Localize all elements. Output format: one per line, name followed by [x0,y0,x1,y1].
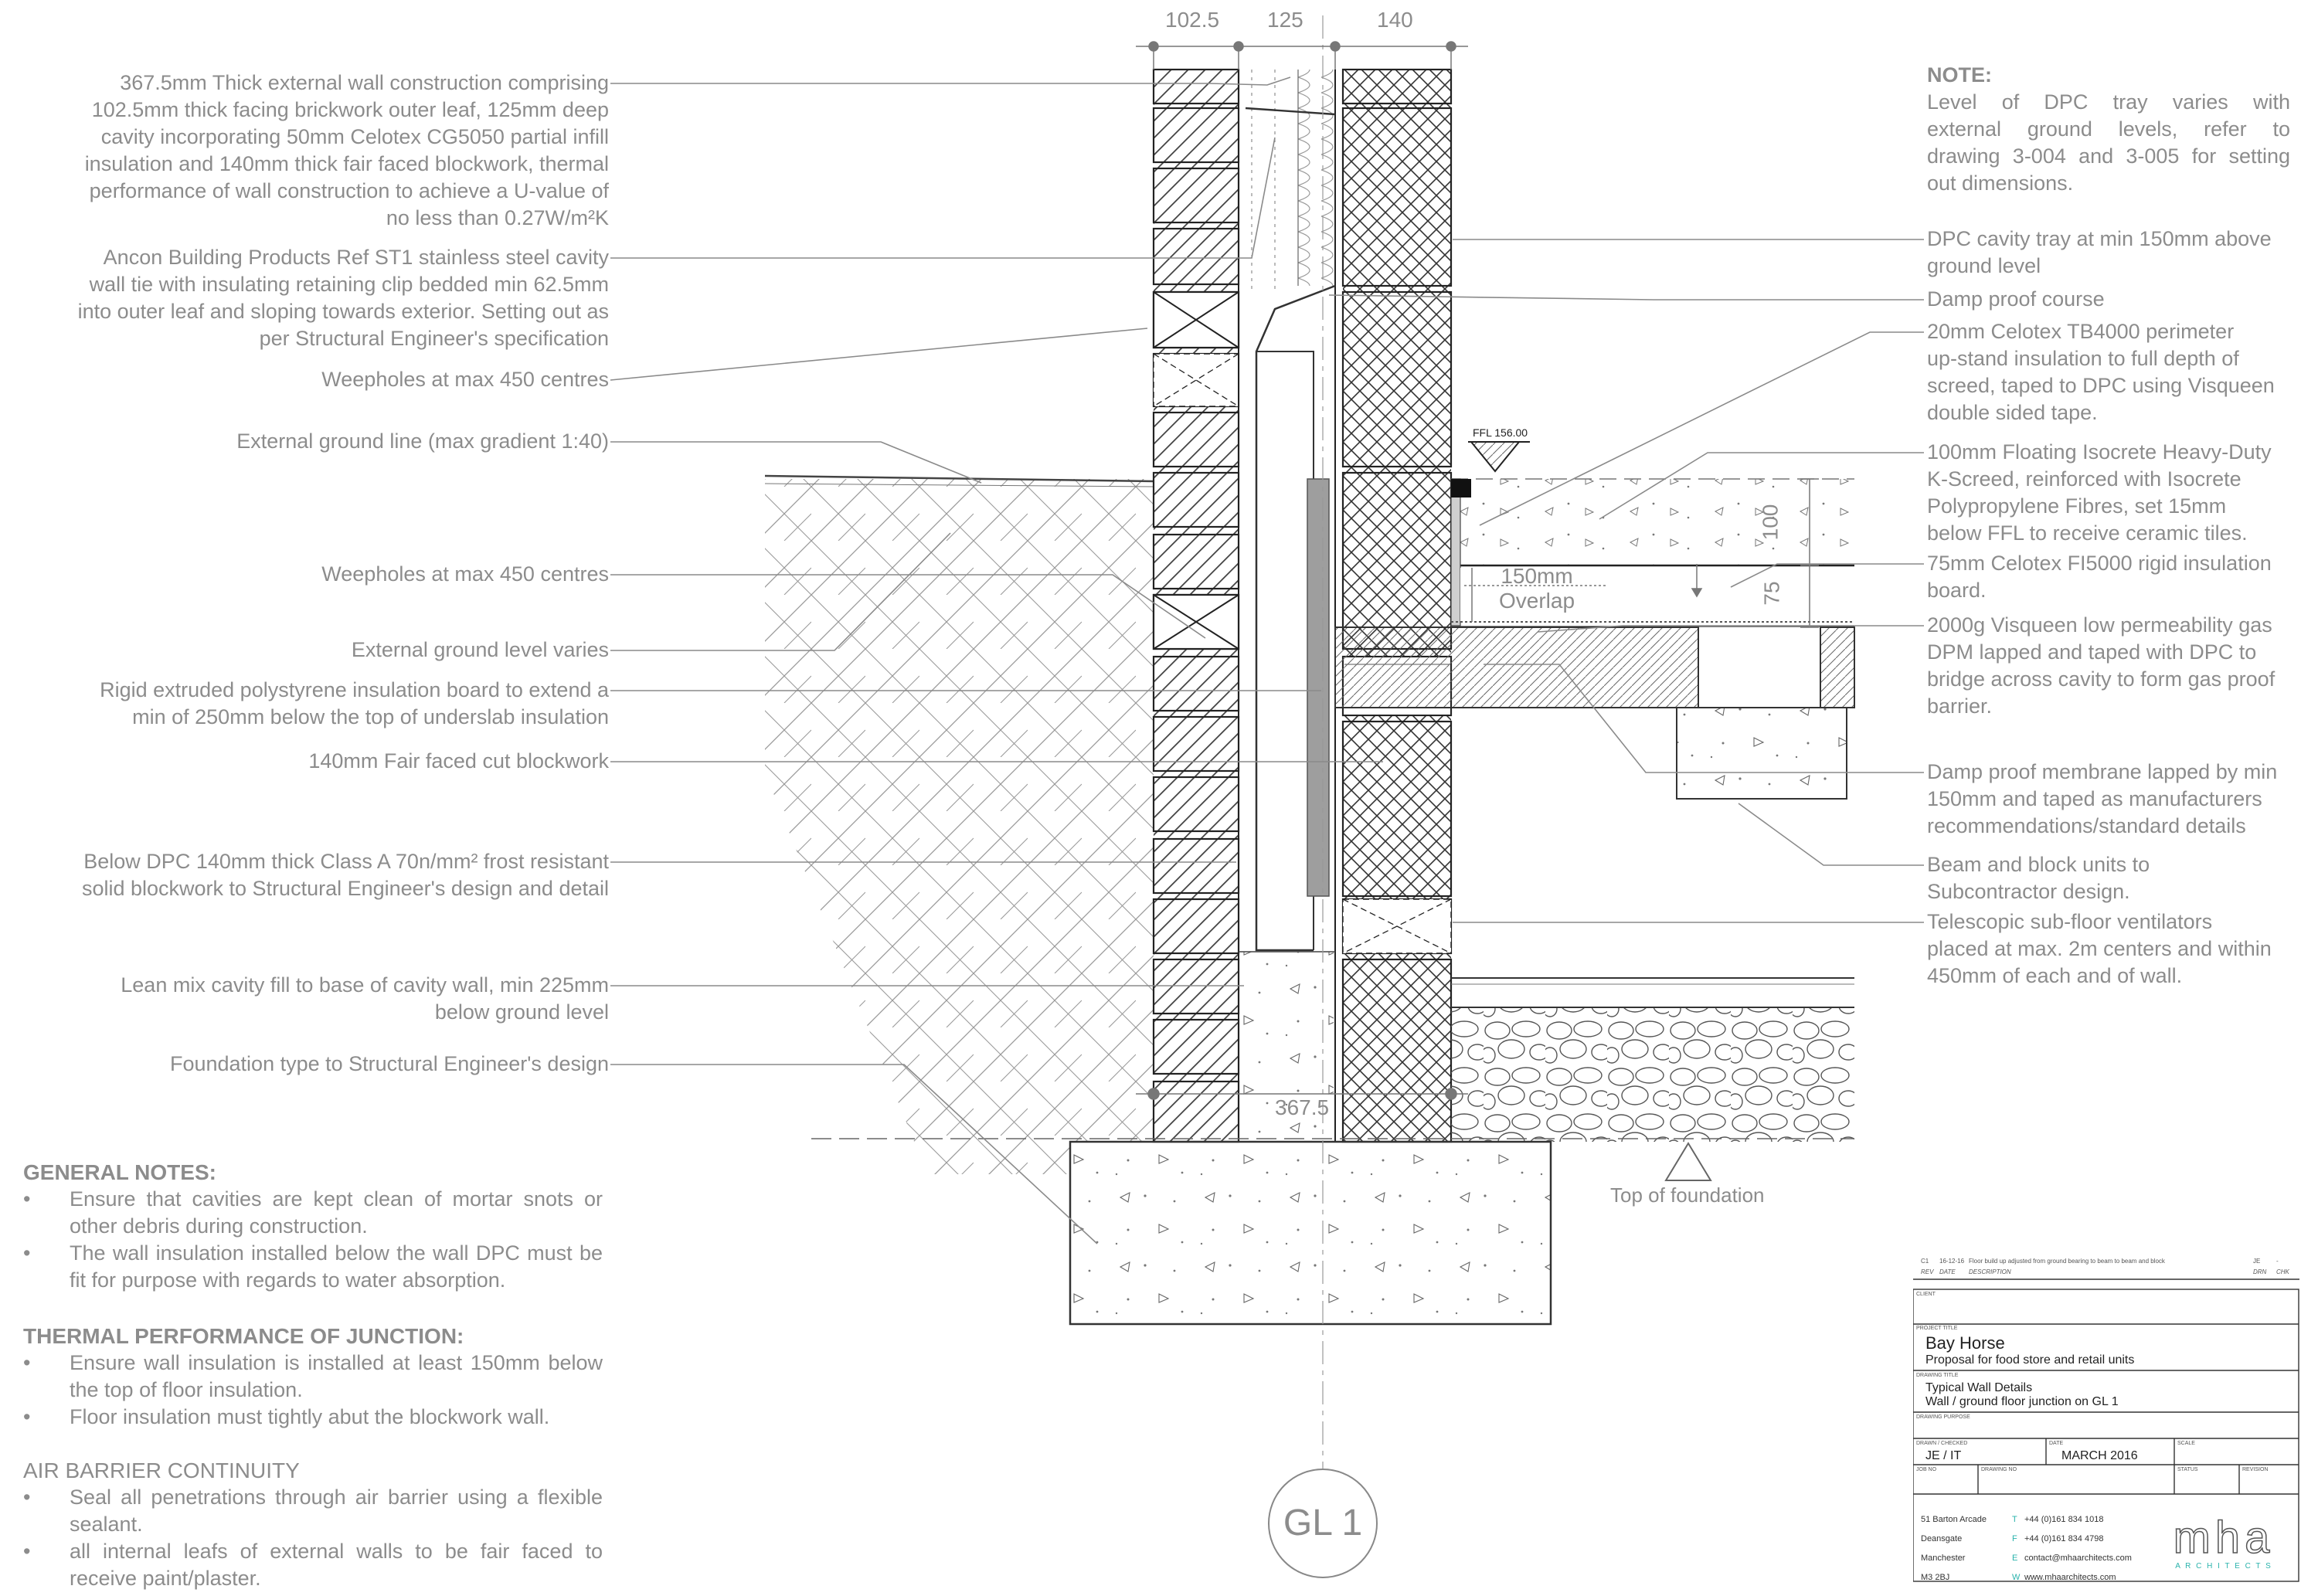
label-external-ground-line: External ground line (max gradient 1:40) [236,430,609,453]
thermal-note-item: Floor insulation must tightly abut the b… [23,1404,603,1431]
label-beam-block: Beam and block units to Subcontractor de… [1927,853,2150,903]
external-ground-line [764,474,1154,483]
floor-dimensions [1464,478,1819,628]
title-block: C1 16-12-16 Floor build up adjusted from… [1916,1258,2289,1582]
drawing-subtitle: Wall / ground floor junction on GL 1 [1925,1395,2119,1408]
label-weepholes-lower: Weepholes at max 450 centres [321,562,609,586]
label-dpm-lapped: Damp proof membrane lapped by min 150mm … [1927,760,2278,837]
note-heading: NOTE: [1927,63,1992,87]
label-perimeter-insulation: 20mm Celotex TB4000 perimeter up-stand i… [1927,320,2275,424]
air-barrier-heading: AIR BARRIER CONTINUITY [23,1458,300,1482]
overall-dimension [1136,1088,1468,1100]
thermal-notes-heading: THERMAL PERFORMANCE OF JUNCTION: [23,1324,464,1348]
label-foundation-type: Foundation type to Structural Engineer's… [169,1052,609,1075]
project-subtitle: Proposal for food store and retail units [1925,1353,2135,1367]
earth-fill [765,479,1154,1174]
foundation [811,1138,1854,1326]
thermal-notes: THERMAL PERFORMANCE OF JUNCTION: Ensure … [23,1323,603,1431]
label-below-dpc-blockwork: Below DPC 140mm thick Class A 70n/mm² fr… [81,850,609,900]
ffl-level-label: FFL 156.00 [1473,426,1528,439]
note-block: NOTE: Level of DPC tray varies with exte… [1927,63,2290,195]
general-notes: GENERAL NOTES: Ensure that cavities are … [23,1159,603,1294]
grid-bubble-label: GL 1 [1283,1503,1363,1543]
dim-overall: 367.5 [1275,1095,1330,1119]
general-notes-heading: GENERAL NOTES: [23,1160,216,1184]
title-block-frame [1913,1278,2299,1582]
label-weepholes-upper: Weepholes at max 450 centres [321,368,609,391]
thermal-note-item: Ensure wall insulation is installed at l… [23,1350,603,1404]
dim-screed: 100 [1758,504,1783,541]
mha-logo: mha A R C H I T E C T S [2173,1513,2275,1571]
air-barrier-item: all internal leafs of external walls to … [23,1538,603,1592]
floor-build-up [1334,478,1855,1142]
ffl-marker [1469,441,1521,473]
label-ground-level-varies: External ground level varies [351,638,609,661]
drawn-checked: JE / IT [1925,1449,1962,1462]
inner-block-leaf [1341,68,1453,1143]
top-of-foundation-marker [1664,1142,1712,1181]
project-title: Bay Horse [1925,1333,2005,1353]
label-rigid-insulation-board: 75mm Celotex FI5000 rigid insulation boa… [1927,552,2272,602]
grid-bubble [1268,1469,1378,1578]
dim-overlap: 150mm Overlap [1499,564,1575,613]
dim-floor-insulation: 75 [1759,581,1784,606]
top-dimension-chain [1136,41,1468,70]
drawing-date: MARCH 2016 [2061,1449,2138,1462]
general-note-item: Ensure that cavities are kept clean of m… [23,1186,603,1240]
label-top-of-foundation: Top of foundation [1610,1183,1765,1207]
label-lean-mix: Lean mix cavity fill to base of cavity w… [121,973,609,1024]
label-floating-screed: 100mm Floating Isocrete Heavy-Duty K-Scr… [1927,440,2272,545]
dim-brick-leaf: 102.5 [1165,8,1220,32]
dim-block-leaf: 140 [1377,8,1413,32]
general-note-item: The wall insulation installed below the … [23,1240,603,1294]
label-rigid-polystyrene: Rigid extruded polystyrene insulation bo… [100,678,609,728]
label-gas-dpm: 2000g Visqueen low permeability gas DPM … [1927,613,2276,718]
drawing-title: Typical Wall Details [1925,1381,2033,1394]
label-damp-proof-course: Damp proof course [1927,287,2105,311]
air-barrier-item: Seal all penetrations through air barrie… [23,1484,603,1538]
leader-lines [610,76,1924,1245]
label-wall-tie: Ancon Building Products Ref ST1 stainles… [77,246,609,350]
outer-brick-leaf [1152,68,1240,1143]
cavity [1238,70,1336,1142]
label-cut-blockwork: 140mm Fair faced cut blockwork [308,749,609,773]
dim-cavity: 125 [1267,8,1303,32]
air-barrier-notes: AIR BARRIER CONTINUITY Seal all penetrat… [23,1457,603,1592]
label-sub-floor-ventilators: Telescopic sub-floor ventilators placed … [1927,910,2272,987]
label-wall-construction: 367.5mm Thick external wall construction… [84,71,609,229]
label-dpc-cavity-tray: DPC cavity tray at min 150mm above groun… [1927,227,2272,277]
